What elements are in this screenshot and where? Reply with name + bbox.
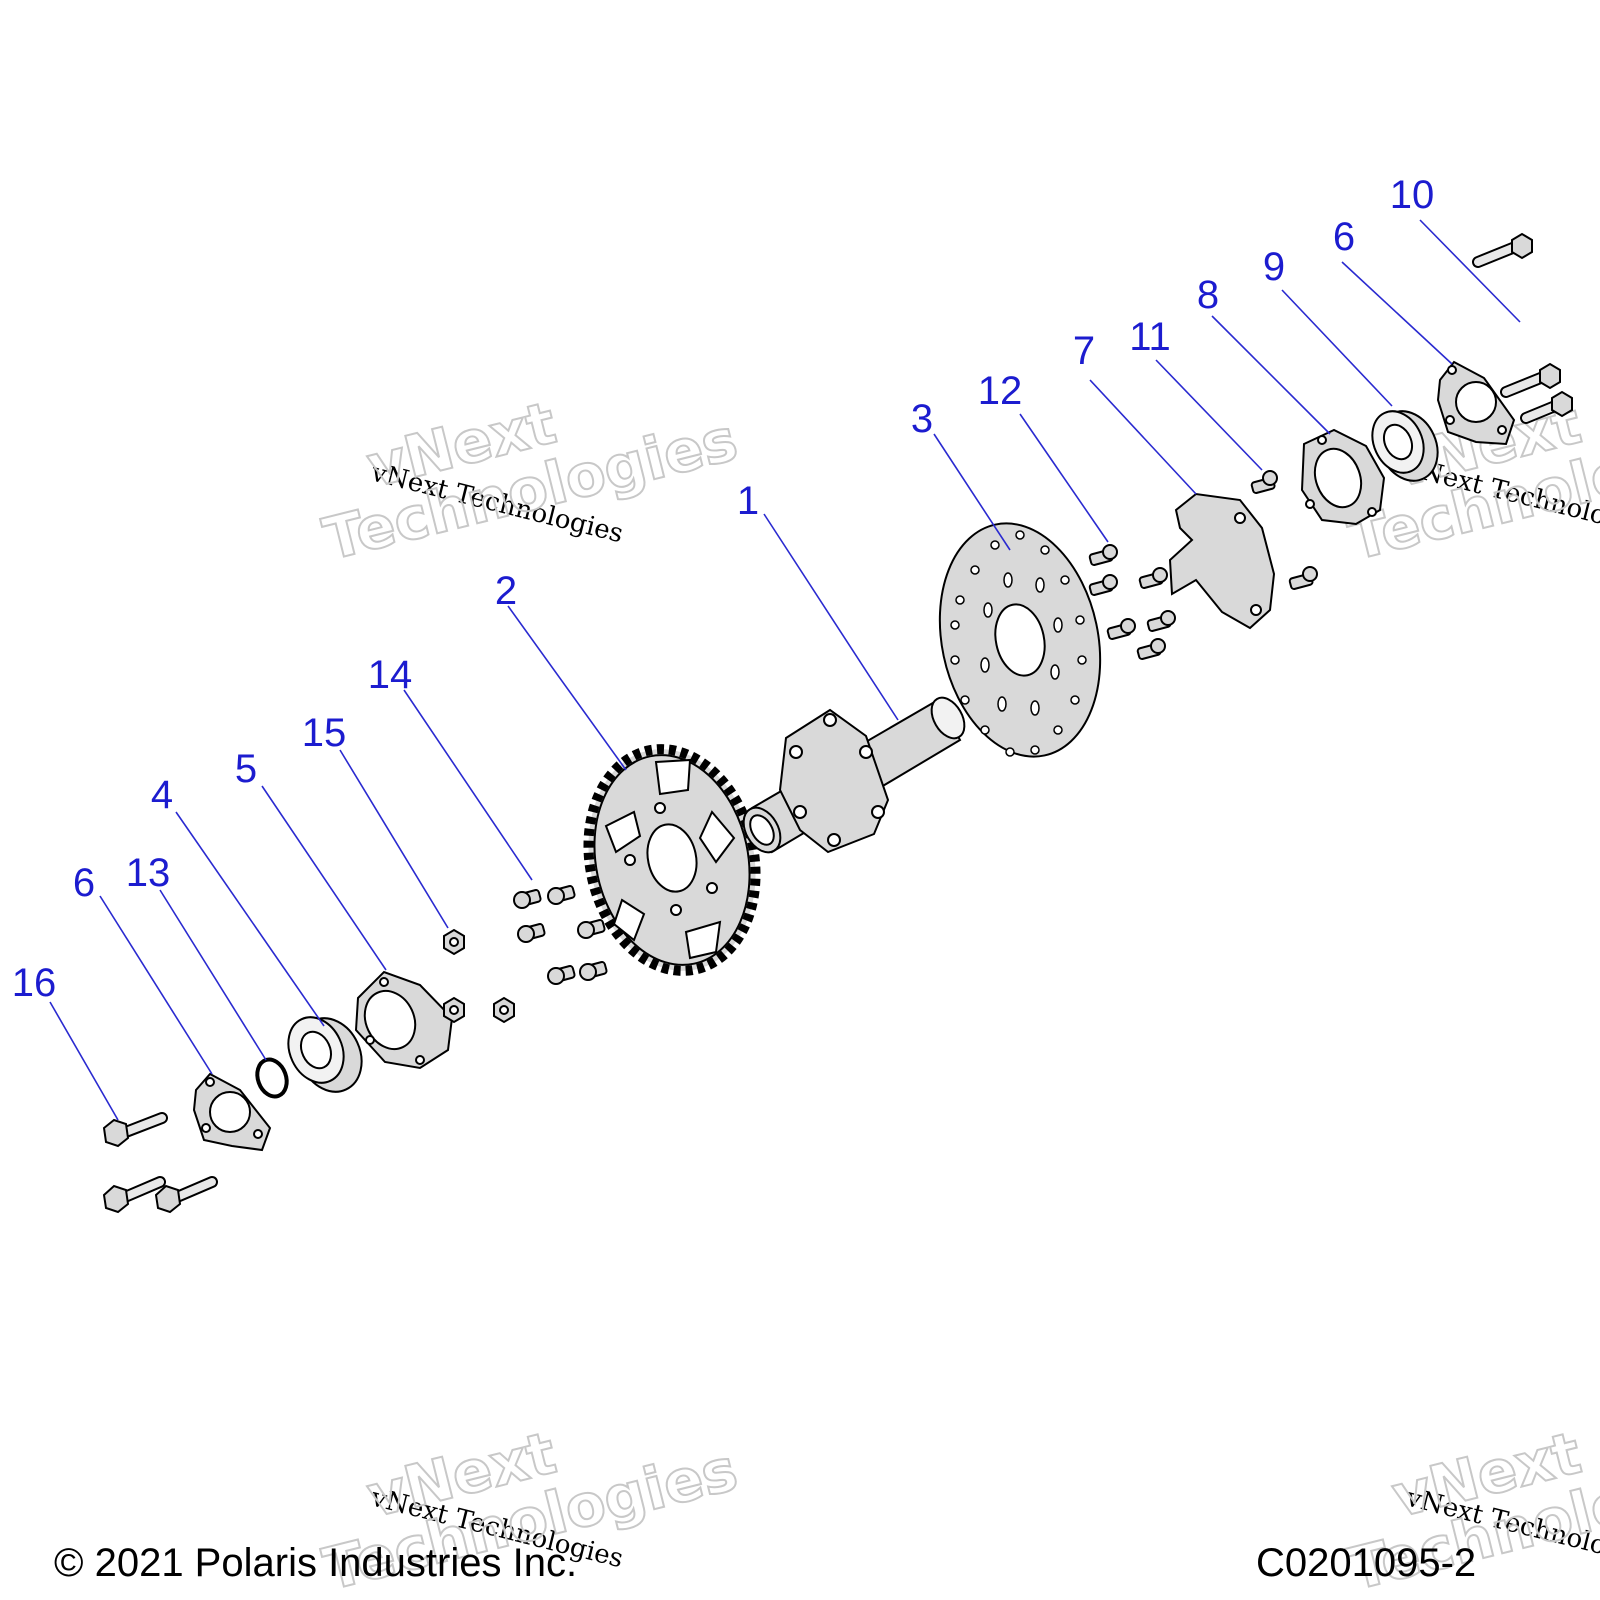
flange-plate-6-left	[192, 1072, 272, 1152]
callout-10[interactable]: 10	[1390, 173, 1435, 217]
bolt-11-upper	[1250, 470, 1278, 494]
disc-bolt-12-2	[1088, 574, 1118, 596]
flange-plate-6-right	[1436, 360, 1516, 446]
callout-1[interactable]: 1	[737, 479, 759, 523]
callout-6-left[interactable]: 6	[73, 861, 95, 905]
watermark-big-top-left: vNext Technologies	[316, 388, 745, 575]
bolt-16-lower-right	[154, 1176, 218, 1214]
bolt-10-middle	[1500, 362, 1561, 398]
leader-lines	[49, 219, 1521, 1121]
callout-4[interactable]: 4	[151, 773, 173, 817]
callout-16[interactable]: 16	[12, 961, 57, 1005]
callout-2[interactable]: 2	[495, 569, 517, 613]
drawing-code: C0201095-2	[1256, 1541, 1477, 1585]
sprocket-bolt-14-1	[513, 889, 542, 909]
brake-disc-3	[938, 522, 1102, 758]
callout-9[interactable]: 9	[1263, 245, 1285, 289]
bolt-10-upper	[1472, 232, 1533, 268]
nut-15-a	[443, 928, 465, 956]
bolt-16-lower-left	[102, 1176, 166, 1214]
disc-bolt-12-4	[1106, 618, 1136, 640]
bearing-9	[1371, 410, 1439, 482]
caliper-bracket-7	[1168, 492, 1276, 630]
nut-15-c	[493, 996, 515, 1024]
bolt-10-lower	[1520, 390, 1573, 424]
disc-bolt-12-3	[1138, 567, 1168, 589]
callout-6-right[interactable]: 6	[1333, 215, 1355, 259]
snap-ring-13	[255, 1057, 289, 1099]
callout-7[interactable]: 7	[1073, 329, 1095, 373]
axle-hub-1	[742, 696, 966, 854]
sprocket-2	[583, 744, 761, 976]
disc-bolt-12-1	[1088, 544, 1118, 566]
nut-15-b	[443, 996, 465, 1024]
bolt-16-upper	[102, 1112, 168, 1148]
sprocket-bolt-14-2	[547, 885, 576, 905]
disc-bolt-12-6	[1136, 638, 1166, 660]
callout-5[interactable]: 5	[235, 747, 257, 791]
sprocket-bolt-14-3	[517, 923, 546, 943]
bearing-housing-5	[354, 970, 454, 1070]
callout-3[interactable]: 3	[911, 397, 933, 441]
disc-bolt-12-5	[1146, 610, 1176, 632]
callout-13[interactable]: 13	[126, 851, 171, 895]
callout-11[interactable]: 11	[1129, 315, 1171, 359]
copyright-notice: © 2021 Polaris Industries Inc.	[54, 1541, 578, 1585]
sprocket-bolt-14-6	[579, 961, 608, 981]
bearing-4	[287, 1016, 363, 1093]
sprocket-bolt-14-5	[547, 965, 576, 985]
bearing-housing-8	[1300, 428, 1386, 526]
callout-15[interactable]: 15	[302, 711, 347, 755]
sprocket-bolt-14-4	[577, 919, 606, 939]
callout-12[interactable]: 12	[978, 369, 1023, 413]
callout-14[interactable]: 14	[368, 653, 413, 697]
bolt-11-lower	[1288, 566, 1318, 590]
callout-8[interactable]: 8	[1197, 273, 1219, 317]
